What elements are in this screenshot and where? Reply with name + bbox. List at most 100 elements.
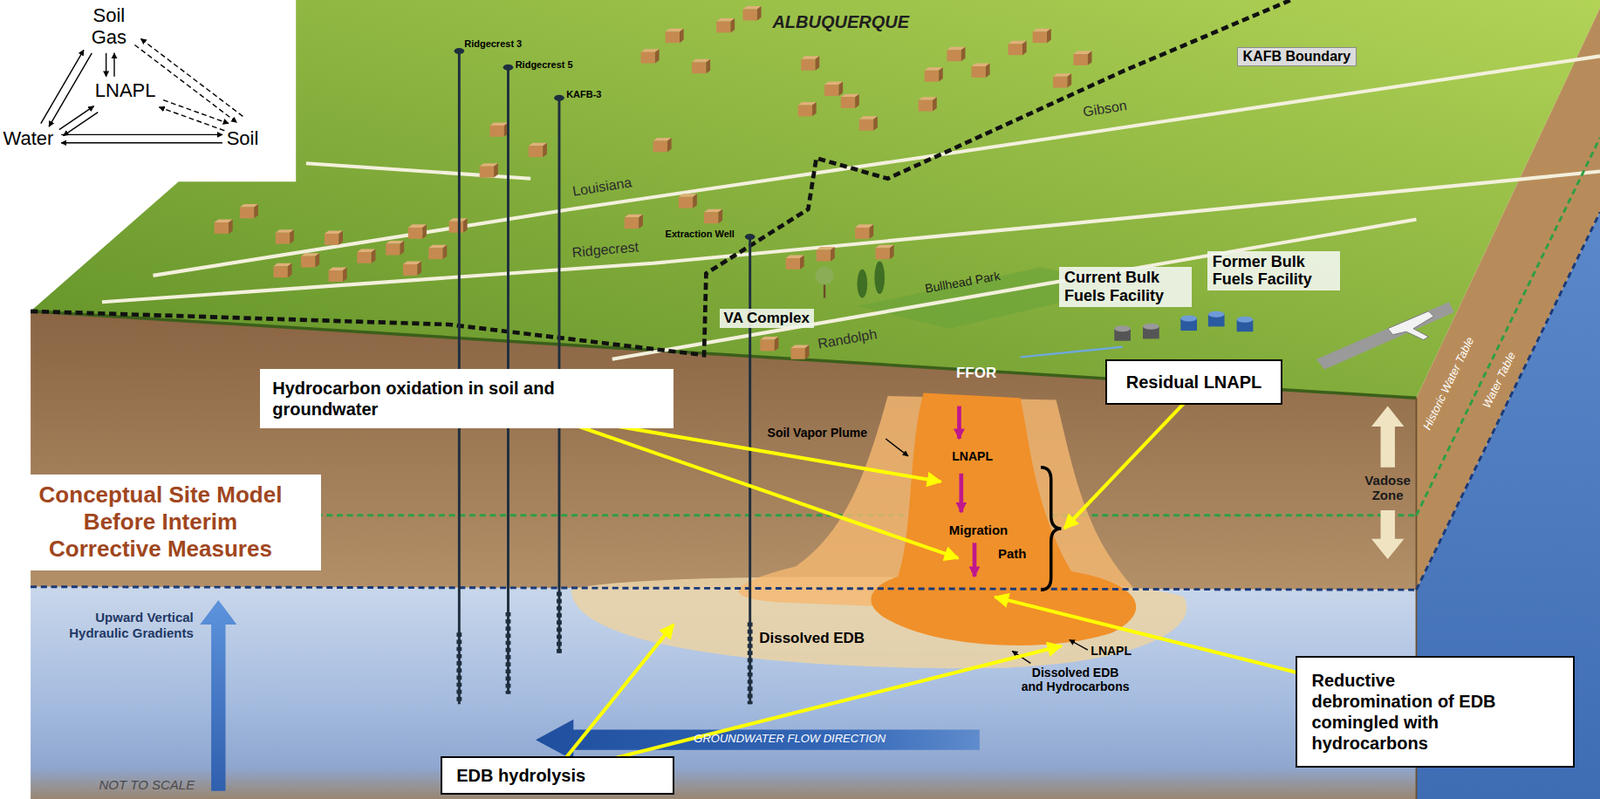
migration-arrows [972,542,978,577]
buildings [239,204,259,219]
phase-arrows [61,134,223,136]
phase-arrows [113,53,115,77]
buildings [324,230,343,245]
flow-label: GROUNDWATER FLOW DIRECTION [693,732,886,746]
bracket [1040,467,1061,590]
callout-text: Residual LNAPL [1126,371,1263,393]
trees [815,266,835,285]
buildings [786,254,805,269]
callout-leaders [540,392,1363,767]
buildings [798,102,817,117]
buildings [971,63,991,78]
buildings [300,252,320,267]
buildings [859,116,878,130]
label-anchor: Upward Vertical Hydraulic Gradients [41,609,194,641]
fuel-tanks [1020,347,1123,358]
roads [306,163,531,179]
buildings [759,336,779,351]
label-anchor: Historic Water Table [1421,335,1477,432]
street-name: Gibson [1081,98,1129,122]
trees [874,260,885,294]
well-name: Ridgecrest 3 [464,38,522,50]
base-boundary [30,0,1292,356]
label-anchor: KAFB-3 [566,88,602,101]
fuel-tanks [1020,311,1254,358]
phase-arrows [158,107,225,131]
buildings [408,224,427,239]
boundary-tag: KAFB Boundary [1237,47,1358,67]
wells [747,622,753,705]
gradient-label: Upward Vertical Hydraulic Gradients [41,609,194,641]
phase-arrows [61,142,223,144]
label-anchor: NOT TO SCALE [98,777,195,793]
pointer-lines [885,438,1088,664]
fuel-tanks [1142,323,1160,330]
callout-leaders [1064,392,1195,529]
wells [748,236,752,705]
buildings [665,28,684,43]
site-code: FFOR [956,364,997,383]
label-anchor: Bullhead Park [923,268,1002,296]
label-anchor: Ridgecrest [571,239,640,261]
buildings [1073,50,1092,65]
plume-label: Path [998,546,1027,561]
fuel-tanks [1237,316,1254,323]
buildings [678,193,698,208]
label-anchor: Gibson [1081,98,1129,122]
phase-label: LNAPL [95,79,157,102]
well-name: Ridgecrest 5 [515,59,574,71]
buildings [214,219,233,234]
label-anchor: Randolph [816,326,879,353]
buildings [918,96,937,111]
buildings [875,245,895,260]
trees [857,269,869,299]
vadose-arrow [1371,406,1404,468]
plume-label: Dissolved EDB [758,629,865,648]
jet-icon [1388,311,1435,341]
phase-arrows [41,38,244,143]
buildings [528,143,548,158]
water-table [1415,211,1600,590]
phase-arrows [63,112,99,137]
street-name: Louisiana [571,174,634,200]
buildings [716,18,735,33]
buildings [479,163,499,178]
street-name: Ridgecrest [571,239,640,261]
buildings [854,224,874,239]
label-anchor: KAFB Boundary [1237,47,1358,67]
water-table-label: Historic Water Table [1421,335,1477,432]
label-anchor: FFOR [956,364,997,383]
callout-text: EDB hydrolysis [456,765,586,787]
well-heads [453,47,465,55]
wells [505,612,512,695]
roads [612,219,1417,360]
upward-gradient-arrow [199,600,237,792]
label-anchor: Louisiana [571,174,634,200]
label-anchor: Soil [226,127,260,150]
buildings [800,55,820,70]
label-anchor: Water Table [1480,350,1519,411]
buildings [403,260,422,275]
label-anchor: Soil Gas [80,4,137,49]
fuel-tanks [1208,311,1225,318]
fuel-tanks [1114,325,1131,332]
well-heads [553,95,565,102]
buildings [328,267,348,282]
label-anchor: Dissolved EDB and Hydrocarbons [1020,665,1131,694]
pointer-lines [885,438,909,457]
label-anchor: Extraction Well [665,228,735,240]
water-table [30,587,1416,591]
plume-label: Dissolved EDB and Hydrocarbons [1020,665,1131,694]
label-anchor: LNAPL [95,79,157,102]
buildings [1008,41,1027,55]
street-name: Randolph [816,326,879,353]
trees [815,260,886,298]
phase-label: Soil [226,127,260,150]
phase-arrows [163,100,229,124]
buildings [1052,73,1072,88]
buildings [924,67,944,82]
plume-label: Soil Vapor Plume [767,425,868,440]
buildings [385,240,404,255]
historic-water-table [1415,137,1600,516]
